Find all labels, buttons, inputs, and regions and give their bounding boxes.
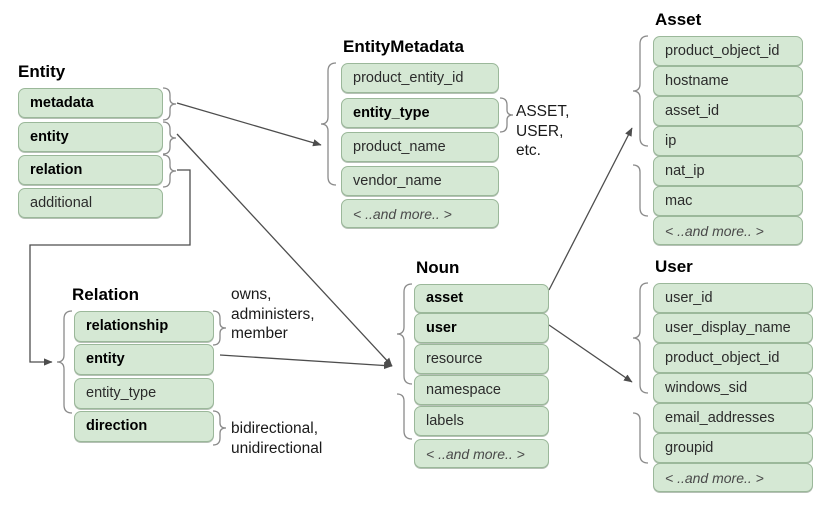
brace-asset-group bbox=[632, 35, 649, 147]
field-noun-asset[interactable]: asset bbox=[414, 284, 549, 313]
field-asset-ip[interactable]: ip bbox=[653, 126, 803, 156]
field-asset-hostname[interactable]: hostname bbox=[653, 66, 803, 96]
field-relation-direction[interactable]: direction bbox=[74, 411, 214, 442]
link-user-to-user-group bbox=[548, 324, 633, 383]
field-user-user-display-name[interactable]: user_display_name bbox=[653, 313, 813, 343]
brace-user-group bbox=[632, 282, 649, 394]
brace-asset-group-lower bbox=[632, 164, 649, 217]
group-title-entity-metadata: EntityMetadata bbox=[343, 37, 464, 56]
field-em-product-name[interactable]: product_name bbox=[341, 132, 499, 162]
brace-relationship-values bbox=[212, 310, 227, 346]
field-em-and-more[interactable]: < ..and more.. > bbox=[341, 199, 499, 228]
brace-relation-group bbox=[56, 310, 73, 414]
group-title-user: User bbox=[655, 257, 693, 276]
brace-user-group-lower bbox=[632, 412, 649, 464]
field-user-user-id[interactable]: user_id bbox=[653, 283, 813, 313]
annotation-direction-values: bidirectional, unidirectional bbox=[231, 420, 323, 457]
field-entity-additional[interactable]: additional bbox=[18, 188, 163, 218]
brace-noun-group-lower bbox=[396, 393, 413, 440]
field-asset-nat-ip[interactable]: nat_ip bbox=[653, 156, 803, 186]
field-user-windows-sid[interactable]: windows_sid bbox=[653, 373, 813, 403]
field-em-entity-type[interactable]: entity_type bbox=[341, 98, 499, 128]
field-asset-mac[interactable]: mac bbox=[653, 186, 803, 216]
field-asset-asset-id[interactable]: asset_id bbox=[653, 96, 803, 126]
group-title-asset: Asset bbox=[655, 10, 702, 29]
field-user-product-object-id[interactable]: product_object_id bbox=[653, 343, 813, 373]
annotation-entity-type-values: ASSET, USER, etc. bbox=[516, 103, 570, 159]
field-em-product-entity-id[interactable]: product_entity_id bbox=[341, 63, 499, 93]
brace-entity-relation bbox=[162, 154, 177, 188]
field-noun-resource[interactable]: resource bbox=[414, 344, 549, 374]
brace-entity-metadata bbox=[162, 87, 177, 121]
group-title-relation: Relation bbox=[72, 285, 140, 304]
field-user-groupid[interactable]: groupid bbox=[653, 433, 813, 463]
field-relation-relationship[interactable]: relationship bbox=[74, 311, 214, 342]
field-asset-and-more[interactable]: < ..and more.. > bbox=[653, 216, 803, 245]
field-noun-namespace[interactable]: namespace bbox=[414, 375, 549, 405]
group-title-noun: Noun bbox=[416, 258, 460, 277]
field-noun-user[interactable]: user bbox=[414, 313, 549, 343]
annotation-relationship-values: owns, administers, member bbox=[231, 286, 315, 342]
field-user-and-more[interactable]: < ..and more.. > bbox=[653, 463, 813, 492]
field-relation-entity-type[interactable]: entity_type bbox=[74, 378, 214, 409]
link-metadata-to-entitymetadata bbox=[176, 102, 322, 147]
group-title-entity: Entity bbox=[18, 62, 66, 81]
brace-entitymetadata-group bbox=[320, 62, 337, 186]
brace-entity-entity bbox=[162, 121, 177, 155]
field-noun-and-more[interactable]: < ..and more.. > bbox=[414, 439, 549, 468]
brace-entity-type-values bbox=[499, 97, 514, 133]
field-em-vendor-name[interactable]: vendor_name bbox=[341, 166, 499, 196]
field-user-email-addresses[interactable]: email_addresses bbox=[653, 403, 813, 433]
brace-direction-values bbox=[212, 410, 227, 446]
link-relationentity-to-noun bbox=[219, 354, 393, 370]
field-noun-labels[interactable]: labels bbox=[414, 406, 549, 436]
field-entity-relation[interactable]: relation bbox=[18, 155, 163, 185]
field-entity-entity[interactable]: entity bbox=[18, 122, 163, 152]
field-relation-entity[interactable]: entity bbox=[74, 344, 214, 375]
field-asset-product-object-id[interactable]: product_object_id bbox=[653, 36, 803, 66]
brace-noun-group bbox=[396, 283, 413, 385]
field-entity-metadata[interactable]: metadata bbox=[18, 88, 163, 118]
